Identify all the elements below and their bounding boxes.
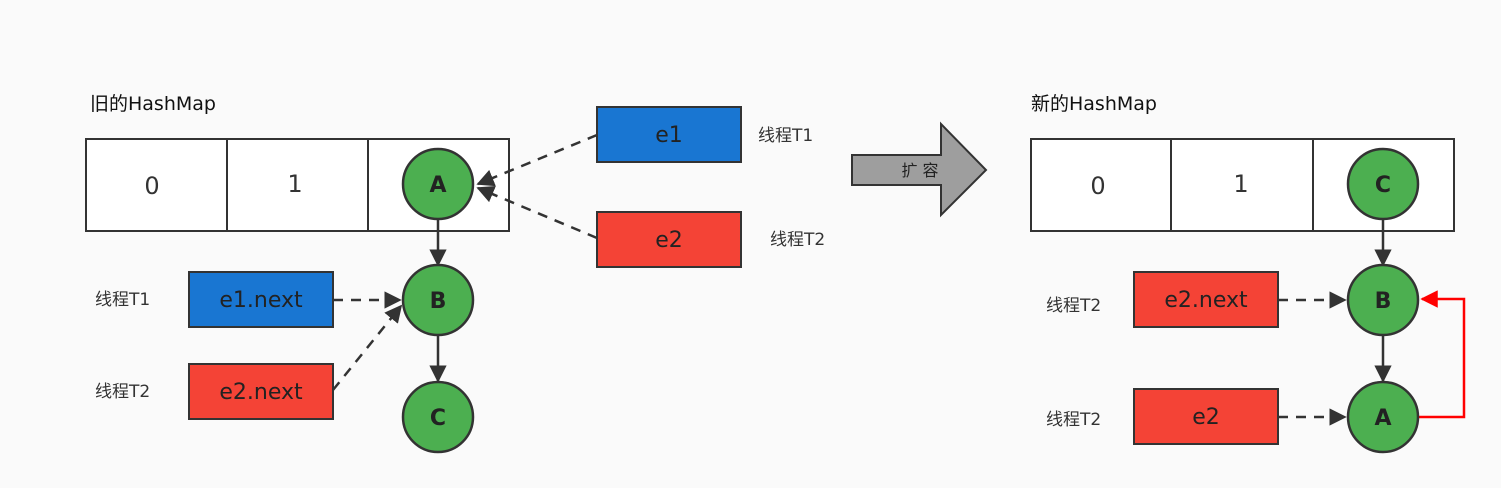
new-node-c: C bbox=[1346, 147, 1420, 221]
old-edge-e1-a bbox=[476, 133, 598, 187]
resize-arrow-label: 扩 容 bbox=[901, 161, 938, 180]
new-pointer-e2-label: e2 bbox=[1192, 405, 1220, 430]
new-node-b-label: B bbox=[1375, 289, 1392, 314]
new-table-cell-1: 1 bbox=[1233, 170, 1248, 198]
old-pointer-e2-next: e2.next 线程T2 bbox=[95, 363, 334, 420]
old-pointer-e2-thread: 线程T2 bbox=[770, 230, 825, 250]
old-edge-e2next-b bbox=[332, 304, 403, 391]
new-node-b: B bbox=[1346, 263, 1420, 337]
new-node-a-label: A bbox=[1374, 406, 1391, 431]
old-node-c-label: C bbox=[430, 406, 446, 431]
new-hashmap-title: 新的HashMap bbox=[1031, 93, 1157, 115]
old-pointer-e1-thread: 线程T1 bbox=[758, 126, 813, 146]
new-hashmap: 新的HashMap 0 1 C B A e2.next 线程T2 bbox=[1030, 93, 1466, 454]
old-node-a: A bbox=[401, 147, 475, 221]
old-node-a-label: A bbox=[429, 173, 446, 198]
new-loop-edge-a-b bbox=[1418, 290, 1466, 419]
new-node-a: A bbox=[1346, 380, 1420, 454]
old-node-c: C bbox=[401, 380, 475, 454]
old-pointer-e2-next-label: e2.next bbox=[219, 380, 303, 405]
resize-arrow: 扩 容 bbox=[851, 121, 988, 218]
new-pointer-e2-next-label: e2.next bbox=[1164, 288, 1248, 313]
old-pointer-e1-next: e1.next 线程T1 bbox=[95, 271, 334, 328]
resize-arrow-shape bbox=[851, 121, 988, 218]
new-pointer-e2-thread: 线程T2 bbox=[1046, 410, 1101, 430]
new-node-c-label: C bbox=[1375, 173, 1391, 198]
old-node-b-label: B bbox=[430, 289, 447, 314]
old-pointer-e2-next-thread: 线程T2 bbox=[95, 382, 150, 402]
new-pointer-e2-next-thread: 线程T2 bbox=[1046, 296, 1101, 316]
new-table-cell-0: 0 bbox=[1090, 172, 1105, 200]
old-edge-e2-a bbox=[476, 186, 598, 240]
old-hashmap-title: 旧的HashMap bbox=[90, 93, 216, 115]
old-pointer-e2-label: e2 bbox=[655, 228, 683, 253]
old-pointer-e1-next-thread: 线程T1 bbox=[95, 290, 150, 310]
new-pointer-e2: e2 线程T2 bbox=[1046, 388, 1279, 445]
old-pointer-e1: e1 线程T1 bbox=[596, 106, 813, 163]
old-table-cell-0: 0 bbox=[144, 172, 159, 200]
old-table-cell-1: 1 bbox=[287, 170, 302, 198]
old-pointer-e1-next-label: e1.next bbox=[219, 288, 303, 313]
old-pointer-e2: e2 线程T2 bbox=[596, 211, 825, 268]
old-node-b: B bbox=[401, 263, 475, 337]
new-pointer-e2-next: e2.next 线程T2 bbox=[1046, 271, 1279, 328]
old-hashmap: 旧的HashMap 0 1 A B C e1 线程T1 bbox=[85, 93, 825, 454]
old-pointer-e1-label: e1 bbox=[655, 123, 683, 148]
